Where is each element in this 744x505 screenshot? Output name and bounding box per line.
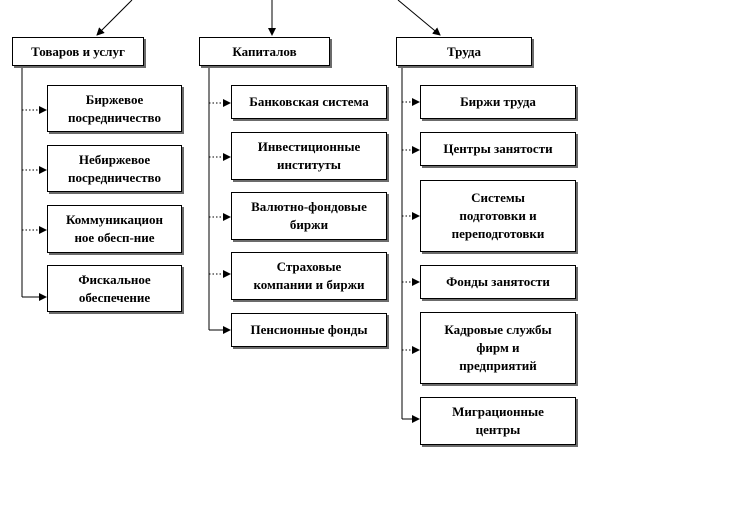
capital-item-pension-funds: Пенсионные фонды <box>231 313 387 347</box>
labor-item-employment-funds: Фонды занятости <box>420 265 576 299</box>
capital-item-insurance: Страховые компании и биржи <box>231 252 387 300</box>
capital-item-currency-stock-exchanges: Валютно-фондовые биржи <box>231 192 387 240</box>
goods-item-non-exchange-intermediation: Небиржевое посредничество <box>47 145 182 192</box>
arrow-to-goods <box>96 0 133 36</box>
goods-item-communication: Коммуникацион ное обесп-ние <box>47 205 182 253</box>
header-labor: Труда <box>396 37 532 66</box>
capital-item-banking-system: Банковская система <box>231 85 387 119</box>
header-goods-services: Товаров и услуг <box>12 37 144 66</box>
labor-item-employment-centers: Центры занятости <box>420 132 576 166</box>
labor-item-training-systems: Системы подготовки и переподготовки <box>420 180 576 252</box>
labor-item-labor-exchanges: Биржи труда <box>420 85 576 119</box>
arrow-to-labor <box>397 0 441 36</box>
goods-item-fiscal: Фискальное обеспечение <box>47 265 182 312</box>
capital-item-investment-institutes: Инвестиционные институты <box>231 132 387 180</box>
labor-item-hr-services: Кадровые службы фирм и предприятий <box>420 312 576 384</box>
header-capital: Капиталов <box>199 37 330 66</box>
goods-item-exchange-intermediation: Биржевое посредничество <box>47 85 182 132</box>
labor-item-migration-centers: Миграционные центры <box>420 397 576 445</box>
